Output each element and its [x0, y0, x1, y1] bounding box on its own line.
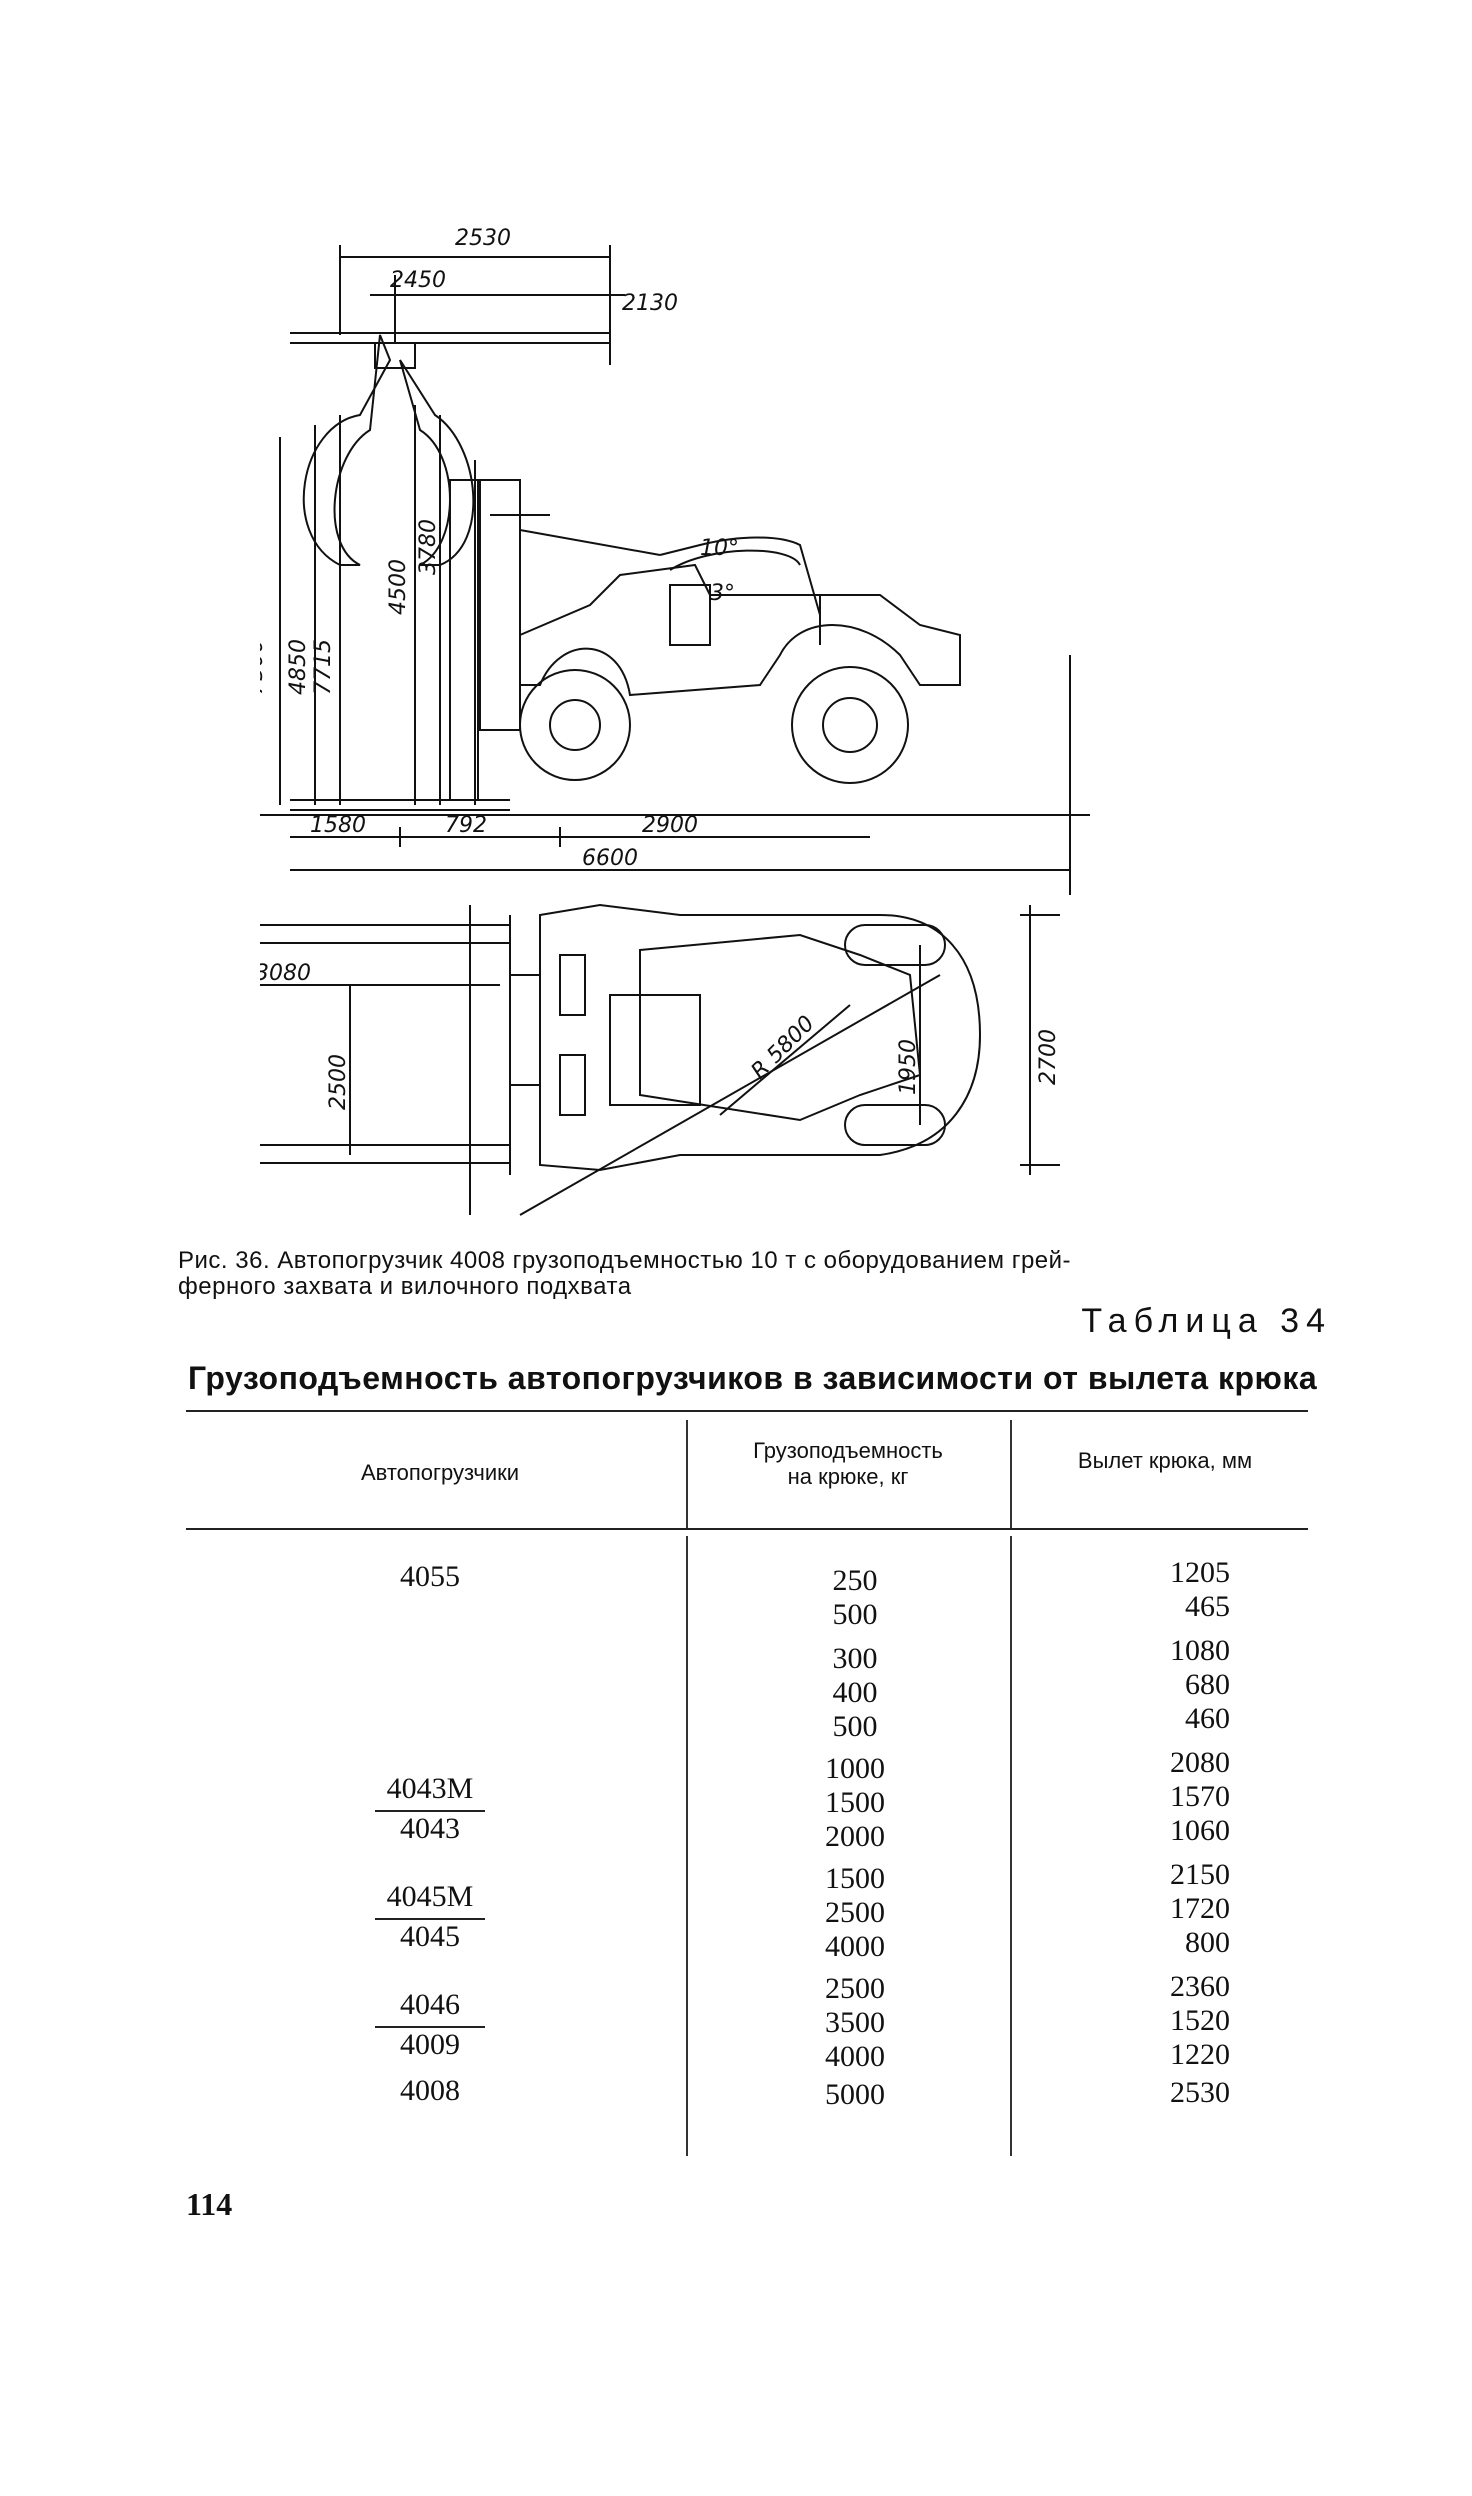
header-capacity: Грузоподъемность на крюке, кг	[690, 1438, 1006, 1490]
reach-cell: 1060	[1170, 1814, 1230, 1847]
dim-6600: 6600	[582, 846, 638, 871]
header-capacity-line2: на крюке, кг	[787, 1464, 909, 1489]
model-4045m: 4045М	[386, 1880, 474, 1913]
reach-cell: 465	[1185, 1590, 1230, 1623]
col-divider-2	[1010, 1420, 1012, 1528]
dim-7715: 7715	[311, 639, 336, 695]
col-divider-2-body	[1010, 1536, 1012, 2156]
dim-4500: 4500	[386, 559, 411, 615]
dim-3080: 3080	[260, 961, 311, 986]
dim-2500: 2500	[326, 1054, 351, 1110]
model-4046: 4046	[400, 1988, 460, 2021]
dim-792: 792	[445, 813, 487, 838]
dim-1580: 1580	[310, 813, 366, 838]
capacity-cell: 1500	[825, 1786, 885, 1819]
reach-cell: 2360	[1170, 1970, 1230, 2003]
capacity-cell: 3500	[825, 2006, 885, 2039]
dim-2700: 2700	[1036, 1029, 1061, 1085]
header-reach: Вылет крюка, мм	[1077, 1448, 1253, 1473]
header-capacity-line1: Грузоподъемность	[753, 1438, 943, 1463]
dim-2900: 2900	[642, 813, 698, 838]
dim-2530: 2530	[455, 226, 511, 251]
capacity-cell: 5000	[825, 2078, 885, 2111]
model-4045: 4045	[375, 1918, 485, 1954]
model-4009: 4009	[375, 2026, 485, 2062]
dim-2130: 2130	[622, 291, 678, 316]
table-top-rule	[186, 1410, 1308, 1412]
header-models: Автопогрузчики	[360, 1460, 520, 1485]
reach-cell: 2150	[1170, 1858, 1230, 1891]
forklift-schematic-svg: 2530 2450 2130 7470 7500 4850 7715 4500 …	[154, 226, 1090, 1216]
capacity-cell: 4000	[825, 1930, 885, 1963]
table-title: Грузоподъемность автопогрузчиков в завис…	[188, 1360, 1318, 1396]
capacity-cell: 4000	[825, 2040, 885, 2073]
model-4008: 4008	[400, 2074, 460, 2107]
capacity-cell: 250	[832, 1564, 878, 1597]
reach-cell: 2530	[1170, 2076, 1230, 2109]
dim-r5800: R 5800	[747, 1011, 820, 1084]
capacity-cell: 500	[832, 1598, 878, 1631]
reach-cell: 1720	[1170, 1892, 1230, 1925]
col-divider-1	[686, 1420, 688, 1528]
capacity-cell: 400	[832, 1676, 878, 1709]
capacity-cell: 500	[832, 1710, 878, 1743]
figure-caption: Рис. 36. Автопогрузчик 4008 грузоподъемн…	[178, 1248, 1318, 1300]
page-number: 114	[186, 2186, 233, 2222]
dim-1950: 1950	[896, 1039, 921, 1095]
model-4043m: 4043М	[386, 1772, 474, 1805]
model-4055: 4055	[400, 1560, 460, 1593]
capacity-cell: 300	[832, 1642, 878, 1675]
angle-3: 3°	[710, 581, 735, 606]
table-label: Таблица 34	[1081, 1302, 1332, 1340]
caption-line-2: ферного захвата и вилочного подхвата	[178, 1273, 632, 1300]
capacity-cell: 1500	[825, 1862, 885, 1895]
model-4043: 4043	[375, 1810, 485, 1846]
reach-cell: 1205	[1170, 1556, 1230, 1589]
dim-2450: 2450	[390, 268, 446, 293]
reach-cell: 800	[1185, 1926, 1230, 1959]
capacity-cell: 2500	[825, 1896, 885, 1929]
reach-cell: 460	[1185, 1702, 1230, 1735]
reach-cell: 680	[1185, 1668, 1230, 1701]
capacity-cell: 2500	[825, 1972, 885, 2005]
caption-line-1: Рис. 36. Автопогрузчик 4008 грузоподъемн…	[178, 1247, 1072, 1274]
col-divider-1-body	[686, 1536, 688, 2156]
reach-cell: 2080	[1170, 1746, 1230, 1779]
reach-cell: 1080	[1170, 1634, 1230, 1667]
forklift-drawing: 2530 2450 2130 7470 7500 4850 7715 4500 …	[154, 215, 1240, 1235]
reach-cell: 1520	[1170, 2004, 1230, 2037]
dim-7500: 7500	[260, 639, 268, 695]
dim-4850: 4850	[286, 639, 311, 695]
reach-cell: 1570	[1170, 1780, 1230, 1813]
angle-10: 10°	[700, 536, 739, 561]
table-header-rule	[186, 1528, 1308, 1530]
reach-cell: 1220	[1170, 2038, 1230, 2071]
capacity-cell: 2000	[825, 1820, 885, 1853]
dim-3780: 3780	[416, 519, 441, 575]
capacity-cell: 1000	[825, 1752, 885, 1785]
